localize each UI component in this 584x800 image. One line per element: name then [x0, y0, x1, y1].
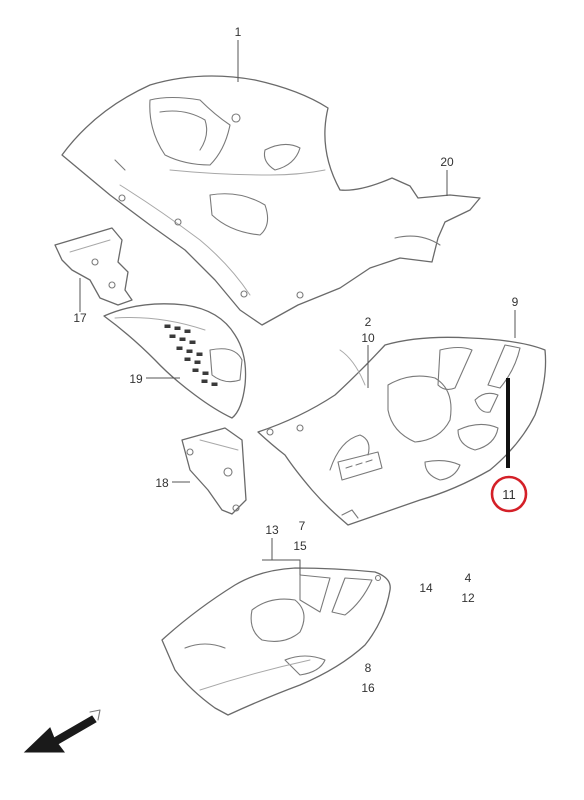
- callout-9: 9: [512, 295, 519, 309]
- callout-19: 19: [129, 372, 143, 386]
- vent-slots: [164, 324, 218, 386]
- upper-cowling: [61, 75, 481, 326]
- callout-20: 20: [440, 155, 454, 169]
- callout-2: 2: [365, 315, 372, 329]
- small-bracket: [181, 427, 247, 515]
- callout-12: 12: [461, 591, 475, 605]
- callout-18: 18: [155, 476, 169, 490]
- callout-8: 8: [365, 661, 372, 675]
- front-direction-arrow-icon: [23, 709, 101, 753]
- callout-7: 7: [299, 519, 306, 533]
- inner-vent-panel: [103, 303, 247, 419]
- side-cowling: [257, 336, 547, 526]
- callout-13: 13: [265, 523, 279, 537]
- callout-15: 15: [293, 539, 307, 553]
- callout-10: 10: [361, 331, 375, 345]
- gsxr-logo: [329, 434, 383, 481]
- inner-bracket: [54, 227, 133, 306]
- highlight-part-number: 11: [502, 487, 516, 502]
- callout-17: 17: [73, 311, 87, 325]
- callout-4: 4: [465, 571, 472, 585]
- lower-cowling: [161, 567, 391, 716]
- callout-14: 14: [419, 581, 433, 595]
- leader-lines: [79, 40, 516, 575]
- callout-labels: 1 20 17 19 18 2 10 9 13 7 15 14 4 12 8 1…: [73, 25, 518, 695]
- callout-16: 16: [361, 681, 375, 695]
- highlight-ring: [490, 475, 528, 513]
- callout-1: 1: [235, 25, 242, 39]
